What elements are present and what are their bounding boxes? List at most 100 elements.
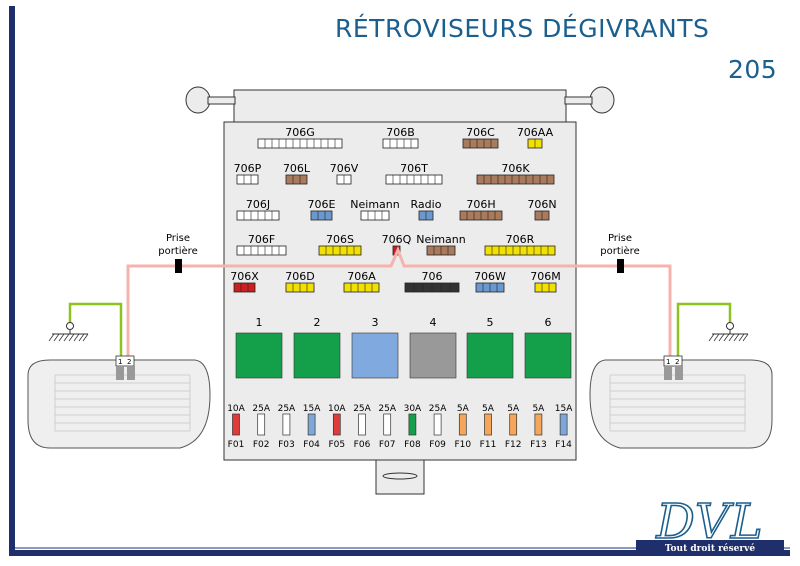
connector-label: 706G [285, 126, 315, 139]
prise-left-label-2: portière [158, 245, 197, 257]
fuse-name: F04 [303, 440, 320, 450]
fuse-rating: 15A [303, 404, 321, 414]
page-subtitle: 205 [728, 55, 778, 84]
wire-ground-left [68, 302, 123, 358]
fuse-name: F06 [354, 440, 371, 450]
relay-label: 2 [314, 316, 321, 329]
relay-label: 5 [487, 316, 494, 329]
connector-layer: 706G 706B 706C 706AA 706P 706L 706V 706T 706K 706… [230, 126, 561, 293]
fuse-f13: 5A F13 [530, 404, 547, 450]
connector-label: 706C [466, 126, 495, 139]
connector-label: 706L [283, 162, 311, 175]
connector-label: 706P [234, 162, 262, 175]
relay-1: 1 [235, 316, 283, 379]
fuse-name: F12 [505, 440, 522, 450]
fuse-name: F10 [454, 440, 471, 450]
fuse-name: F13 [530, 440, 547, 450]
prise-left-connector [175, 259, 182, 273]
connector-706l: 706L [283, 162, 311, 185]
connector-label: 706W [474, 270, 506, 283]
fuse-name: F14 [555, 440, 572, 450]
fuse-name: F02 [253, 440, 270, 450]
fuse-f14: 15A F14 [555, 404, 573, 450]
fuse-rating: 10A [328, 404, 346, 414]
prise-right-label-2: portière [600, 245, 639, 257]
ground-symbol-left [48, 322, 89, 342]
mirror-left-pin-2: 2 [127, 358, 131, 366]
mirror-left: 1 2 [27, 355, 211, 449]
connector-label: 706K [501, 162, 530, 175]
connector-706e: 706E [308, 198, 336, 221]
connector-706r: 706R [484, 233, 556, 256]
copyright-text: Tout droit réservé [665, 543, 755, 554]
relay-4: 4 [409, 316, 457, 379]
fuse-name: F05 [328, 440, 345, 450]
fuse-rating: 5A [457, 404, 470, 414]
connector-radio: Radio [411, 198, 442, 221]
mirror-right-pin-2: 2 [675, 358, 679, 366]
connector-label: 706A [347, 270, 376, 283]
connector-706h: 706H [459, 198, 503, 221]
connector-label: 706S [326, 233, 354, 246]
connector-706g: 706G [257, 126, 343, 149]
connector-label: 706B [386, 126, 415, 139]
fuse-rating: 30A [404, 404, 422, 414]
connector-706j: 706J [236, 198, 280, 221]
connector-neimann1: Neimann [350, 198, 400, 221]
wire-ground-right [676, 302, 732, 358]
relay-5: 5 [466, 316, 514, 379]
fuse-name: F07 [379, 440, 396, 450]
fuse-rating: 25A [378, 404, 396, 414]
fuse-rating: 5A [482, 404, 495, 414]
frame-border [9, 6, 790, 556]
fuse-rating: 5A [532, 404, 545, 414]
fuse-f02: 25A F02 [252, 404, 270, 450]
connector-706s: 706S [318, 233, 362, 256]
mirror-left-pin-1: 1 [118, 358, 122, 366]
connector-706w: 706W [474, 270, 506, 293]
connector-label: 706R [506, 233, 535, 246]
connector-706: 706 [404, 270, 460, 293]
connector-label: Radio [411, 198, 442, 211]
fuse-rating: 25A [252, 404, 270, 414]
prise-right-label-1: Prise [608, 233, 632, 244]
wiring [68, 246, 732, 364]
connector-label: 706J [246, 198, 270, 211]
relay-2: 2 [293, 316, 341, 379]
fuse-f12: 5A F12 [505, 404, 522, 450]
wire-left [126, 246, 672, 358]
mirror-right-pin-1: 1 [666, 358, 670, 366]
connector-label: 706T [400, 162, 428, 175]
connector-706x: 706X [230, 270, 259, 293]
fuse-f05: 10A F05 [328, 404, 346, 450]
connector-label: 706H [466, 198, 495, 211]
prise-right-connector [617, 259, 624, 273]
connector-label: 706AA [517, 126, 554, 139]
fuse-name: F09 [429, 440, 446, 450]
relay-3: 3 [351, 316, 399, 379]
connector-label: Neimann [416, 233, 465, 246]
fuse-rating: 5A [507, 404, 520, 414]
fuse-f07: 25A F07 [378, 404, 396, 450]
fuse-name: F11 [480, 440, 497, 450]
relay-6: 6 [524, 316, 572, 379]
connector-706f: 706F [236, 233, 287, 256]
logo-text: DVL [655, 494, 763, 550]
connector-706n: 706N [527, 198, 557, 221]
fuse-rating: 10A [227, 404, 245, 414]
ground-symbol-right [708, 322, 749, 342]
fuse-rating: 15A [555, 404, 573, 414]
fuse-f10: 5A F10 [454, 404, 471, 450]
fuse-f04: 15A F04 [303, 404, 321, 450]
connector-label: 706V [330, 162, 359, 175]
connector-label: 706M [530, 270, 561, 283]
connector-label: 706D [285, 270, 314, 283]
connector-706c: 706C [462, 126, 499, 149]
connector-706a: 706A [343, 270, 380, 293]
fuse-layer: 10AF0125AF0225AF0315AF0410AF0525AF0625AF… [227, 404, 573, 450]
connector-label: Neimann [350, 198, 399, 211]
